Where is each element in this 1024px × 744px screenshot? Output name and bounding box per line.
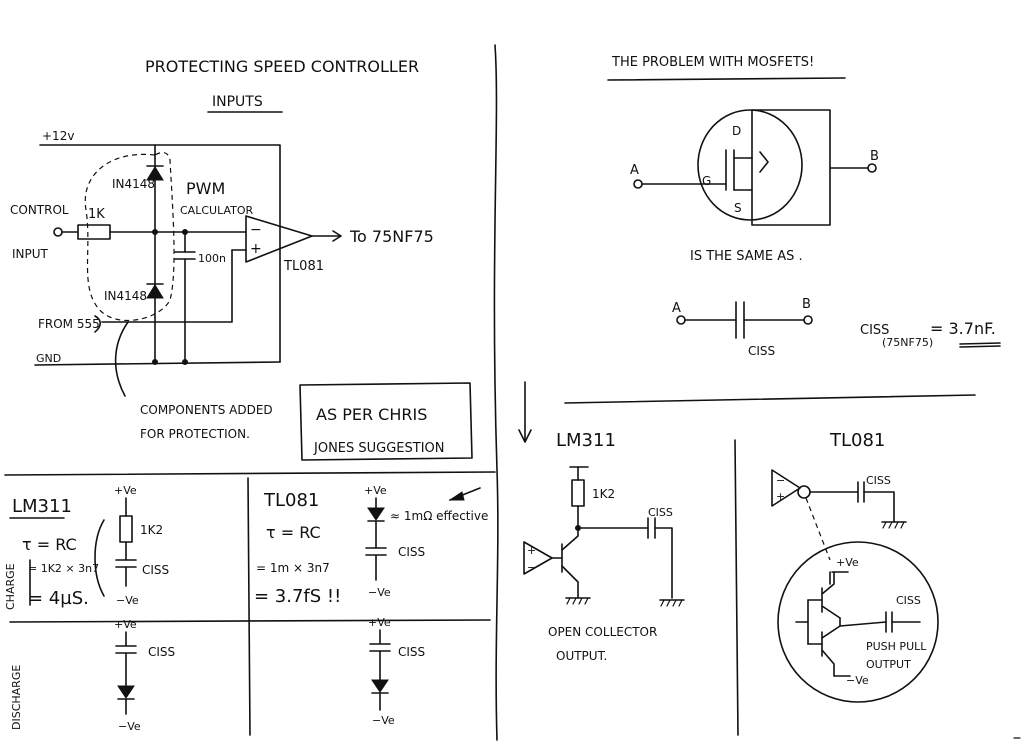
tl081-caption-1: PUSH PULL [866,640,927,653]
mosfet-s-label: S [734,201,742,215]
supply-12v-label: +12v [42,129,74,143]
opamp-label: TL081 [283,259,324,274]
ciss-eq-left: CISS [860,323,889,338]
mosfet-b-label: B [870,149,879,164]
cap-b-label: B [802,297,811,312]
calc-eq-4: = 3.7fS !! [254,586,341,607]
mosfet-symbol [697,109,803,221]
diode-bottom [146,284,164,299]
tl081-plus: + [776,490,785,503]
calc-tau-2: τ = RC [266,523,321,542]
from555-label: FROM 555 [38,317,100,331]
gnd-label: GND [36,352,61,365]
tl081-minus: − [776,474,785,487]
mosfet-g-label: G [702,174,711,188]
diode-top [146,166,164,181]
calc-tl081-title: TL081 [263,490,319,511]
circuit-subtitle: INPUTS [212,94,263,110]
input-resistor [77,224,111,240]
tl081-vplus: +Ve [836,556,859,569]
tl081-ciss-label-1: CISS [866,474,891,487]
lm311-r-label: 1K2 [592,487,615,501]
lm311-ciss-label: CISS [648,506,673,519]
lm311-caption-2: OUTPUT. [556,649,607,663]
resistor-label: 1K [88,207,105,222]
calc-vneg-4: −Ve [372,714,395,727]
calculator-label: CALCULATOR [180,204,253,217]
calc-tau-1: τ = RC [22,535,77,554]
lm311-minus: − [527,561,536,574]
control-label: CONTROL [10,203,69,217]
ciss-label: CISS [748,344,775,358]
tl081-title: TL081 [829,430,885,451]
note-line-1: COMPONENTS ADDED [140,403,273,417]
discharge-label: DISCHARGE [10,665,23,730]
tl081-output-circuit: TL081 − + CISS +Ve −Ve CISS PUSH PULL OU… [771,430,939,703]
lm311-output-circuit: LM311 1K2 CISS + − OPEN COLLECTOR OUTPUT… [523,430,685,663]
lm311-comparator [523,541,553,575]
suggestion-line-1: AS PER CHRIS [316,405,427,424]
calc-vneg-1: −Ve [116,594,139,607]
cap-terminal-b [803,315,813,325]
push-pull-zoom-circle [777,541,939,703]
cap-a-label: A [672,301,681,316]
input-terminal [53,227,63,237]
calc-vpos-3: +Ve [364,484,387,497]
cap-label: 100n [198,252,226,265]
diode-bottom-label: IN4148 [104,289,147,303]
tl081-calculation: TL081 τ = RC = 1m × 3n7 = 3.7fS !! +Ve ≈… [254,484,488,727]
note-line-2: FOR PROTECTION. [140,427,250,441]
tl081-vminus: −Ve [846,674,869,687]
mosfet-terminal-b [867,163,877,173]
opamp-plus: + [250,241,262,257]
calc-vneg-3: −Ve [368,586,391,599]
calc-vpos-1: +Ve [114,484,137,497]
calc-eq-3: = 1m × 3n7 [256,561,330,575]
pwm-label: PWM [186,179,225,198]
charge-label: CHARGE [4,563,17,610]
pullup-resistor [571,479,585,507]
opamp-minus: − [250,222,262,238]
calc-ciss-c: CISS [398,545,425,559]
lm311-caption-1: OPEN COLLECTOR [548,625,657,639]
tl081-output-circle [797,485,811,499]
calc-eq-2: = 4µS. [28,588,89,609]
suggestion-box [299,382,473,461]
lm311-title: LM311 [556,430,616,451]
calc-note: ≈ 1mΩ effective [390,509,488,523]
page-dividers [4,44,1021,741]
ciss-eq-sub: (75NF75) [882,336,933,349]
mosfet-section: THE PROBLEM WITH MOSFETS! D G S A B IS T… [518,55,1001,443]
tl081-ciss-label-2: CISS [896,594,921,607]
cap-terminal-a [676,315,686,325]
calc-ciss-a: CISS [142,563,169,577]
output-label: To 75NF75 [349,227,434,246]
protection-circuit: PROTECTING SPEED CONTROLLER INPUTS +12v … [10,57,473,461]
mosfet-title: THE PROBLEM WITH MOSFETS! [611,55,814,70]
calc-vneg-2: −Ve [118,720,141,733]
calc-ciss-b: CISS [148,645,175,659]
lm311-calculation: LM311 τ = RC = 1K2 × 3n7 = 4µS. CHARGE +… [4,484,175,733]
circuit-title: PROTECTING SPEED CONTROLLER [145,57,419,76]
lm311-plus: + [527,544,536,557]
calc-lm311-title: LM311 [12,496,72,517]
calc-r-label: 1K2 [140,523,163,537]
mosfet-a-label: A [630,163,639,178]
calc-eq-1: = 1K2 × 3n7 [28,562,99,575]
calc-vpos-2: +Ve [114,618,137,631]
opamp-tl081 [245,215,313,263]
same-as-label: IS THE SAME AS . [690,249,803,264]
mosfet-terminal-a [633,179,643,189]
input-label: INPUT [12,247,49,261]
tl081-opamp [771,469,801,507]
calc-vpos-4: +Ve [368,616,391,629]
diode-top-label: IN4148 [112,177,155,191]
suggestion-line-2: JONES SUGGESTION [313,441,445,456]
calc-ciss-d: CISS [398,645,425,659]
ciss-eq-value: = 3.7nF. [930,319,996,338]
tl081-caption-2: OUTPUT [866,658,911,671]
mosfet-d-label: D [732,124,741,138]
